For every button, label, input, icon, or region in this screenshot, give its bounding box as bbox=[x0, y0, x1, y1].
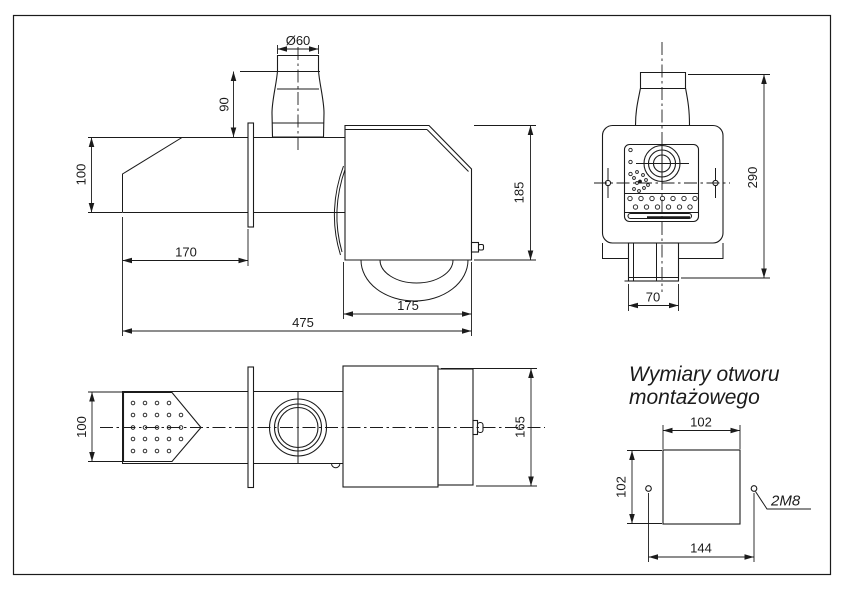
top-view: 100 165 bbox=[74, 365, 545, 489]
dim-chute-width: 70 bbox=[646, 290, 660, 305]
mounting-hole-diagram: Wymiary otworu montażowego 102 102 144 2… bbox=[614, 363, 811, 562]
back-plate-front bbox=[602, 243, 724, 259]
dim-tube-width-top: 100 bbox=[74, 416, 89, 438]
dim-front-total-height: 290 bbox=[745, 167, 760, 189]
dim-flue-diameter: Ø60 bbox=[286, 33, 311, 48]
dim-total-length: 475 bbox=[292, 315, 314, 330]
bolt-spec-leader bbox=[755, 491, 811, 510]
chamber-arc-inner bbox=[379, 259, 454, 284]
burner-body-side bbox=[344, 124, 473, 261]
notch-detail bbox=[331, 463, 341, 469]
air-holes-column bbox=[628, 147, 633, 177]
nozzle-holes-grid bbox=[130, 400, 184, 454]
handle-curve-inner bbox=[336, 167, 346, 253]
bolt-spec-label: 2M8 bbox=[770, 493, 801, 510]
dim-chamber-length: 175 bbox=[397, 298, 419, 313]
end-cap-top bbox=[437, 368, 474, 486]
hole-cluster bbox=[632, 170, 650, 193]
igniter-tip-side bbox=[477, 243, 485, 251]
dim-bolt-spacing: 144 bbox=[690, 541, 712, 556]
mounting-flange-side bbox=[247, 122, 255, 228]
dim-tube-height-side: 100 bbox=[74, 164, 89, 186]
perforated-band bbox=[624, 193, 699, 220]
dim-nozzle-length: 170 bbox=[175, 245, 197, 260]
dim-body-width-top: 165 bbox=[513, 416, 528, 438]
dim-body-height: 185 bbox=[512, 182, 527, 204]
mounting-title-line1: Wymiary otworu bbox=[629, 363, 780, 386]
handle-curve-outer bbox=[333, 165, 344, 256]
mounting-title-line2: montażowego bbox=[629, 386, 760, 409]
bolt-hole-right bbox=[750, 485, 758, 492]
body-chamfer-line bbox=[426, 129, 469, 172]
burner-body-top bbox=[342, 365, 439, 488]
pellet-chute-front bbox=[627, 242, 680, 282]
front-view: 290 70 bbox=[594, 42, 770, 311]
dim-mount-hole-width: 102 bbox=[690, 415, 712, 430]
mounting-hole-outline bbox=[662, 449, 741, 525]
burner-tube-outline bbox=[122, 137, 345, 213]
bolt-hole-left bbox=[645, 485, 652, 492]
dim-mount-hole-height: 102 bbox=[614, 476, 629, 498]
igniter-plug-side bbox=[470, 241, 480, 253]
chamber-arc-outer bbox=[360, 259, 469, 302]
dim-flue-height: 90 bbox=[217, 97, 232, 111]
side-view: Ø60 90 100 170 175 475 185 bbox=[74, 33, 536, 336]
flue-pipe-front bbox=[634, 71, 691, 127]
nozzle-face bbox=[122, 391, 202, 463]
